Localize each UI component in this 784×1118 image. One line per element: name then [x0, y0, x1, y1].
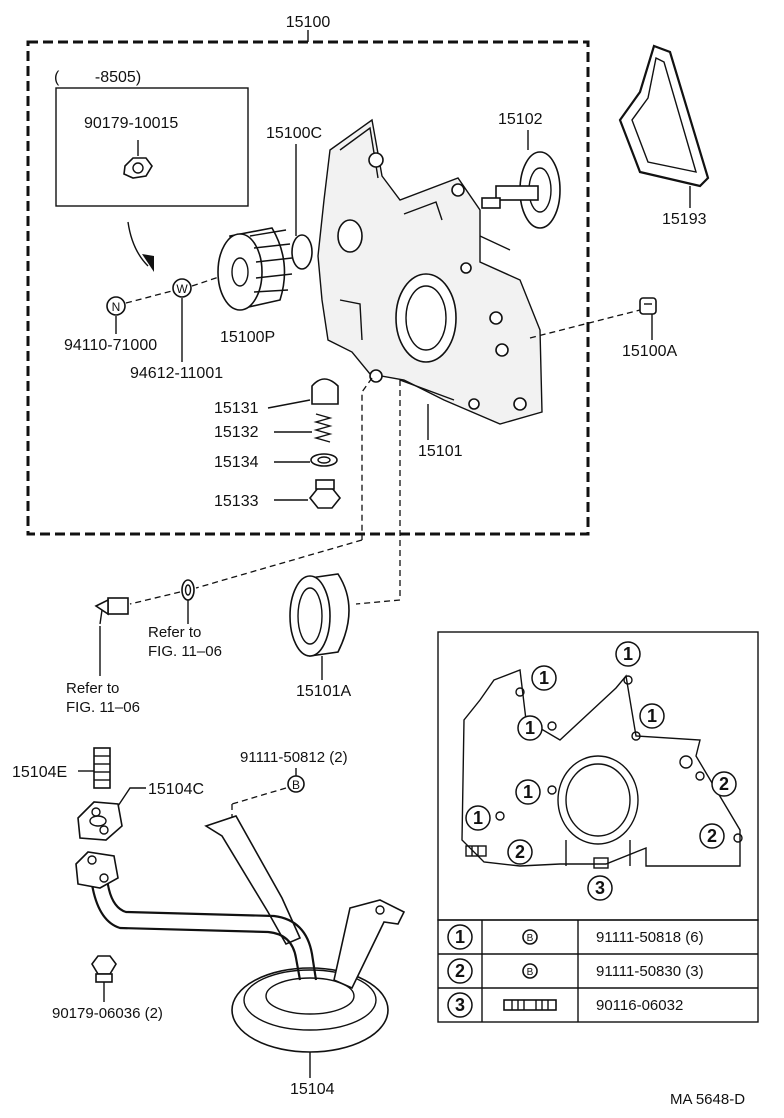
- label-date-range: ( -8505): [54, 69, 141, 86]
- stud-15104E: [93, 747, 111, 789]
- label-94612-11001: 94612-11001: [130, 365, 223, 382]
- nut-90179-06036: [91, 955, 117, 983]
- plug-15133: [308, 479, 342, 509]
- label-90179-06036: 90179-06036 (2): [52, 1005, 163, 1022]
- seal-15100C: [291, 234, 313, 270]
- callout-1-a: 1: [531, 665, 557, 691]
- stud-icon: [503, 999, 557, 1011]
- oil-seal-15101A: [289, 573, 350, 657]
- bolt-b-letter: B: [292, 778, 300, 792]
- svg-text:2: 2: [719, 774, 729, 794]
- label-assembly: 15100: [286, 14, 331, 31]
- callout-1-c: 1: [517, 715, 543, 741]
- n-mark-letter: N: [112, 300, 121, 314]
- oil-pressure-switch: [94, 597, 129, 625]
- label-15132: 15132: [214, 424, 259, 441]
- table-row-sym: B: [527, 933, 534, 944]
- svg-text:1: 1: [523, 782, 533, 802]
- washer-refer: [181, 579, 195, 601]
- callout-1-d: 1: [639, 703, 665, 729]
- table-row-part: 91111-50818 (6): [596, 929, 704, 946]
- relief-valve-15131: [311, 378, 339, 405]
- table-row: 3 90116-06032: [447, 992, 683, 1018]
- bolt-table: [437, 919, 759, 1023]
- curved-arrow: [127, 221, 149, 267]
- label-refer-2: Refer to: [66, 680, 119, 697]
- svg-text:1: 1: [623, 644, 633, 664]
- label-15104E: 15104E: [12, 764, 67, 781]
- label-refer-1: Refer to: [148, 624, 201, 641]
- label-15104C: 15104C: [148, 781, 204, 798]
- gasket-15104C: [77, 801, 123, 841]
- label-refer-fig-2: FIG. 11–06: [66, 699, 140, 716]
- label-91111-50812: 91111-50812 (2): [240, 749, 348, 766]
- rotor-15102: [481, 151, 561, 229]
- bolt-b-mark: [287, 775, 305, 793]
- label-90179-10015: 90179-10015: [84, 115, 178, 132]
- svg-text:1: 1: [539, 668, 549, 688]
- callout-2-a: 2: [711, 771, 737, 797]
- nut-90179-10015: [123, 140, 153, 179]
- oil-pump-body-15101: [317, 118, 543, 425]
- svg-text:1: 1: [525, 718, 535, 738]
- gasket-15134: [310, 453, 338, 467]
- table-row-num: 3: [455, 995, 465, 1015]
- n-mark: [106, 296, 126, 316]
- plug-15100A: [639, 297, 657, 315]
- callout-1-f: 1: [465, 805, 491, 831]
- svg-text:3: 3: [595, 878, 605, 898]
- callout-2-c: 2: [507, 839, 533, 865]
- label-15131: 15131: [214, 400, 259, 417]
- label-15104: 15104: [290, 1081, 335, 1098]
- label-15101: 15101: [418, 443, 463, 460]
- callout-1-e: 1: [515, 779, 541, 805]
- gasket-15193: [618, 44, 710, 188]
- callout-3: 3: [587, 875, 613, 901]
- table-row: 2 B 91111-50830 (3): [447, 958, 704, 984]
- label-15102: 15102: [498, 111, 543, 128]
- callout-2-b: 2: [699, 823, 725, 849]
- diagram-code: MA 5648-D: [670, 1091, 745, 1108]
- callout-1-b: 1: [615, 641, 641, 667]
- svg-text:2: 2: [515, 842, 525, 862]
- bolt-location-outline: [461, 669, 743, 869]
- table-row: 1 B 91111-50818 (6): [447, 924, 704, 950]
- table-row-part: 91111-50830 (3): [596, 963, 704, 980]
- w-mark-letter: W: [176, 282, 188, 296]
- table-row-num: 2: [455, 961, 465, 981]
- arrow-head: [142, 254, 154, 272]
- w-mark: [172, 278, 192, 298]
- label-refer-fig-1: FIG. 11–06: [148, 643, 222, 660]
- label-15134: 15134: [214, 454, 259, 471]
- svg-text:1: 1: [647, 706, 657, 726]
- label-94110-71000: 94110-71000: [64, 337, 157, 354]
- label-15100P: 15100P: [220, 329, 275, 346]
- table-row-sym: B: [527, 967, 534, 978]
- label-15100A: 15100A: [622, 343, 677, 360]
- inset-box: [55, 87, 249, 207]
- label-15133: 15133: [214, 493, 259, 510]
- svg-text:2: 2: [707, 826, 717, 846]
- table-row-num: 1: [455, 927, 465, 947]
- spring-15132: [313, 413, 333, 443]
- oil-strainer-15104: [75, 815, 406, 1053]
- label-15101A: 15101A: [296, 683, 351, 700]
- drive-gear-15100P: [217, 227, 293, 311]
- table-row-part: 90116-06032: [596, 997, 683, 1014]
- svg-text:1: 1: [473, 808, 483, 828]
- label-15100C: 15100C: [266, 125, 322, 142]
- label-15193: 15193: [662, 211, 707, 228]
